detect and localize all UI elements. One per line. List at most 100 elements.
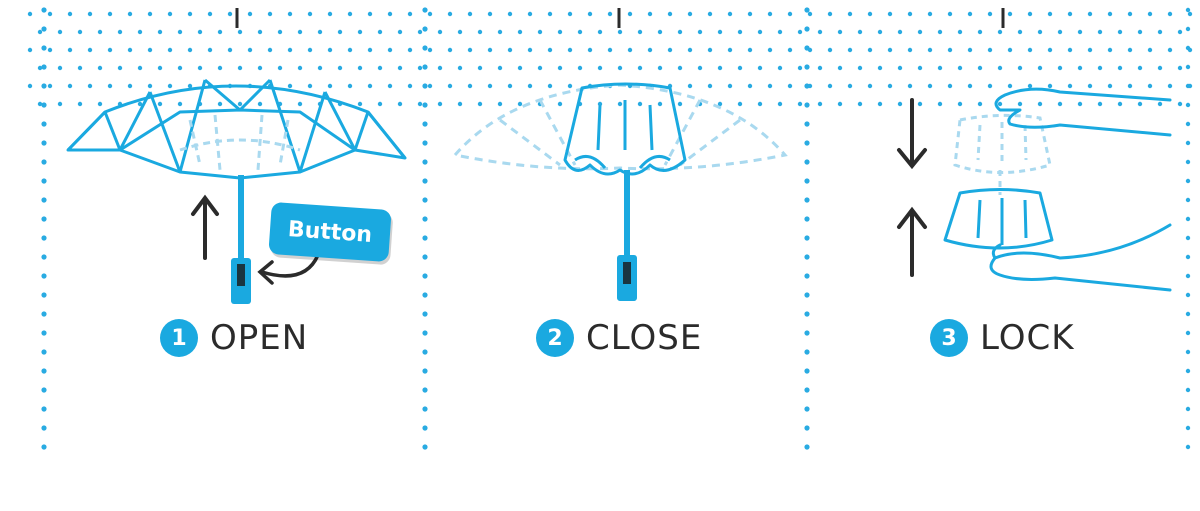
background-dot [987,47,993,53]
background-dot [1185,311,1191,317]
background-dot [167,11,173,17]
background-dot [1157,29,1163,35]
background-dot [47,47,53,53]
step-number-badge: 2 [536,319,574,357]
background-dot [257,65,263,71]
open-umbrella-shaft [231,175,251,304]
background-dot [307,83,313,89]
background-dot [137,29,143,35]
background-dot [907,47,913,53]
background-dot [1177,29,1183,35]
background-dot [127,11,133,17]
background-dot [804,102,810,108]
background-dot [1097,101,1103,107]
background-dot [1077,29,1083,35]
background-dot [422,292,428,298]
background-dot [947,83,953,89]
step-open: 1 OPEN [160,318,308,358]
background-dot [957,29,963,35]
background-dot [804,425,810,431]
background-dot [107,11,113,17]
background-dot [1185,235,1191,241]
background-dot [557,101,563,107]
background-dot [1037,65,1043,71]
background-dot [617,65,623,71]
background-dot [1185,273,1191,279]
background-dot [804,292,810,298]
background-dot [437,101,443,107]
background-dot [41,368,47,374]
background-dot [737,65,743,71]
background-dot [587,47,593,53]
background-dot [1097,65,1103,71]
background-dot [447,11,453,17]
background-dot [1047,11,1053,17]
close-umbrella-illustration [563,82,687,176]
background-dot [1185,178,1191,184]
background-dot [977,29,983,35]
background-dot [697,65,703,71]
background-dot [47,11,53,17]
background-dot [807,11,813,17]
background-dot [917,65,923,71]
background-dot [897,101,903,107]
background-dot [1167,83,1173,89]
background-dot [147,47,153,53]
background-dot [1185,121,1191,127]
background-dot [567,83,573,89]
background-dot [917,29,923,35]
background-dot [1127,47,1133,53]
background-dot [347,83,353,89]
background-dot [347,11,353,17]
button-callout: Button [268,201,392,263]
background-dot [857,29,863,35]
background-dot [1177,101,1183,107]
background-dot [547,11,553,17]
background-dot [767,11,773,17]
background-dot [247,11,253,17]
background-dot [41,178,47,184]
background-dot [517,29,523,35]
background-dot [307,11,313,17]
background-dot [377,101,383,107]
background-dot [227,47,233,53]
background-dot [357,101,363,107]
background-dot [787,11,793,17]
background-dot [1185,45,1191,51]
background-dot [1185,102,1191,108]
background-dot [717,101,723,107]
background-dot [507,83,513,89]
background-dot [77,65,83,71]
background-dot [422,26,428,32]
background-dot [667,11,673,17]
background-dot [417,65,423,71]
background-dot [422,45,428,51]
background-dot [804,349,810,355]
background-dot [557,29,563,35]
up-arrow-icon-lock [897,206,927,277]
background-dot [41,102,47,108]
background-dot [1057,101,1063,107]
background-dot [137,101,143,107]
background-dot [867,47,873,53]
background-dot [927,83,933,89]
background-dot [807,83,813,89]
background-dot [357,29,363,35]
background-dot [1185,292,1191,298]
background-dot [804,330,810,336]
background-dot [477,65,483,71]
background-dot [41,406,47,412]
background-dot [657,101,663,107]
background-dot [1185,425,1191,431]
background-dot [927,47,933,53]
background-dot [527,47,533,53]
background-dot [277,29,283,35]
background-dot [187,11,193,17]
background-dot [537,65,543,71]
background-dot [677,29,683,35]
background-dot [422,387,428,393]
background-dot [1167,47,1173,53]
background-dot [41,45,47,51]
background-dot [607,47,613,53]
background-dot [41,26,47,32]
